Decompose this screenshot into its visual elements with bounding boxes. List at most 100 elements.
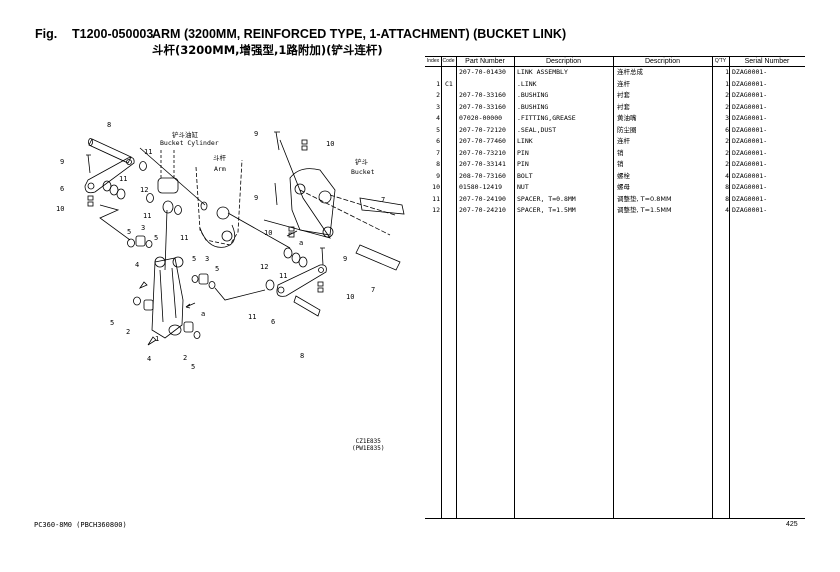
cell-desc: LINK ASSEMBLY xyxy=(517,68,568,76)
illustration-code-primary: CZ1E835 xyxy=(355,438,381,445)
callout-11: 11 xyxy=(279,272,287,280)
column-divider xyxy=(729,56,730,518)
pin-8-left xyxy=(88,138,132,164)
header-part-number: Part Number xyxy=(465,58,505,65)
footer-model: PC360-8M0 (PBCH360800) xyxy=(34,521,127,529)
cell-serial: DZAG0001- xyxy=(732,125,768,134)
callout-11: 11 xyxy=(143,212,151,220)
cell-qty: 6 xyxy=(725,125,729,134)
column-divider xyxy=(712,56,713,518)
column-divider xyxy=(514,56,515,518)
cell-desc-cn: 调整垫, T=1.5MM xyxy=(617,206,672,214)
bolt-9-left xyxy=(86,154,91,174)
callout-5: 5 xyxy=(110,319,114,327)
callout-2: 2 xyxy=(126,328,130,336)
callout-5: 5 xyxy=(215,265,219,273)
leader-lines xyxy=(99,147,291,301)
cell-serial: DZAG0001- xyxy=(732,102,768,111)
header-qty: Q'TY xyxy=(714,58,727,64)
column-divider xyxy=(456,56,457,518)
column-divider xyxy=(441,56,442,518)
cell-part: 207-70-73210 xyxy=(459,148,506,157)
callout-9: 9 xyxy=(254,194,258,202)
arrow-a-right xyxy=(286,230,298,237)
cell-desc: NUT xyxy=(517,183,529,191)
cell-part: 207-70-01430 xyxy=(459,68,506,76)
callout-8: 8 xyxy=(300,352,304,360)
cell-index: 12 xyxy=(432,206,440,214)
label-bucket-cn: 铲斗 xyxy=(355,157,369,166)
cell-desc: .BUSHING xyxy=(517,91,549,99)
callout-a: a xyxy=(299,239,303,247)
cell-qty: 4 xyxy=(725,171,729,180)
page-title: ARM (3200MM, REINFORCED TYPE, 1-ATTACHME… xyxy=(152,27,567,41)
fig-label: Fig. xyxy=(35,27,58,41)
cell-part: 07020-00000 xyxy=(459,114,503,122)
illustration-code: CZ1E835 (PW1E835) xyxy=(352,438,385,452)
cell-desc-cn: 衬套 xyxy=(617,102,630,111)
callout-11: 11 xyxy=(180,234,188,242)
callout-9: 9 xyxy=(254,130,258,138)
cell-index: 10 xyxy=(432,183,440,191)
callout-7: 7 xyxy=(371,286,375,294)
cell-qty: 2 xyxy=(725,91,729,99)
cell-desc-cn: 连杆 xyxy=(617,79,630,88)
callout-6: 6 xyxy=(271,318,275,326)
cell-desc-cn: 调整垫, T=0.8MM xyxy=(617,194,672,203)
callout-4: 4 xyxy=(147,355,151,363)
header-description-cn: Description xyxy=(644,58,680,65)
cell-qty: 1 xyxy=(725,79,729,88)
cell-serial: DZAG0001- xyxy=(732,160,768,168)
page-number: 425 xyxy=(786,521,798,528)
label-bucket-cylinder-cn: 铲斗油缸 xyxy=(172,130,199,139)
cell-qty: 8 xyxy=(725,183,729,191)
cell-part: 207-70-72120 xyxy=(459,125,506,134)
callout-11: 11 xyxy=(248,313,256,321)
cell-qty: 2 xyxy=(725,148,729,157)
callout-2: 2 xyxy=(183,354,187,362)
cell-desc-cn: 连杆 xyxy=(617,137,630,145)
cell-part: 207-70-24210 xyxy=(459,206,506,214)
cell-part: 207-70-33160 xyxy=(459,102,506,111)
link-6-right xyxy=(265,247,327,317)
callout-3: 3 xyxy=(141,224,145,232)
cell-desc: .LINK xyxy=(517,79,537,88)
callout-5: 5 xyxy=(127,228,131,236)
label-bucket-en: Bucket xyxy=(351,168,375,176)
callout-10: 10 xyxy=(346,293,354,301)
header-description: Description xyxy=(545,58,581,65)
callout-3: 3 xyxy=(205,255,209,263)
cell-index: 3 xyxy=(436,102,440,111)
cell-part: 207-70-33160 xyxy=(459,91,506,99)
link-6-left xyxy=(84,157,135,194)
cell-desc-cn: 螺母 xyxy=(617,183,630,191)
cell-serial: DZAG0001- xyxy=(732,194,768,203)
cell-qty: 1 xyxy=(725,68,729,76)
cell-qty: 3 xyxy=(725,114,729,122)
cell-serial: DZAG0001- xyxy=(732,91,768,99)
cell-index: 11 xyxy=(432,194,440,203)
bucket xyxy=(263,131,405,271)
cell-desc-cn: 连杆总成 xyxy=(617,68,643,76)
callout-5: 5 xyxy=(154,234,158,242)
cell-part: 01580-12419 xyxy=(459,183,503,191)
cell-desc: BOLT xyxy=(517,171,533,180)
spacers-left xyxy=(87,161,182,215)
cell-qty: 2 xyxy=(725,160,729,168)
cell-serial: DZAG0001- xyxy=(732,171,768,180)
cell-serial: DZAG0001- xyxy=(732,148,768,157)
cell-desc: PIN xyxy=(517,148,529,157)
cell-desc-cn: 销 xyxy=(617,160,624,168)
cell-desc: .SEAL,DUST xyxy=(517,125,557,134)
